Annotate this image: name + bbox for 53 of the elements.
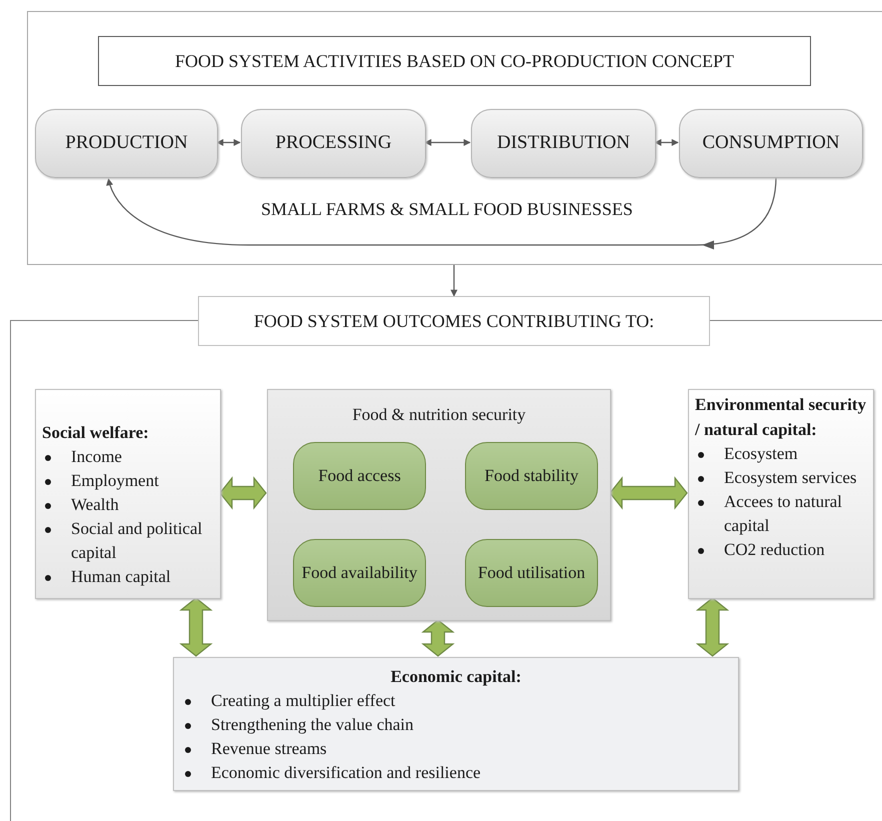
- box-heading: Social welfare:: [42, 422, 149, 444]
- caption-text: SMALL FARMS & SMALL FOOD BUSINESSES: [261, 198, 633, 221]
- pillar-box: [465, 539, 598, 607]
- box-heading: Economic capital:: [390, 666, 522, 688]
- list-item: Employment: [71, 470, 159, 492]
- title-box: [98, 36, 811, 86]
- outcome-box: [35, 389, 221, 599]
- pillar-label: Food stability: [484, 465, 578, 488]
- box-heading: Environmental security / natural capital:: [695, 394, 867, 441]
- outcome-box: [173, 657, 739, 791]
- process-box: [471, 109, 656, 178]
- return-arrow: [106, 176, 777, 250]
- list-item: CO2 reduction: [724, 539, 825, 561]
- double-block-arrow: [219, 476, 267, 510]
- pillar-label: Food utilisation: [478, 562, 586, 584]
- list-item: Social and political capital: [71, 518, 204, 564]
- panel-heading: Food & nutrition security: [352, 404, 526, 426]
- process-box: [35, 109, 218, 178]
- double-block-arrow: [179, 597, 213, 657]
- double-block-arrow: [696, 597, 730, 657]
- process-box: [679, 109, 863, 178]
- heading-text: FOOD SYSTEM ACTIVITIES BASED ON CO-PRODUCTION CONCEPT: [174, 50, 734, 72]
- list-item: Economic diversification and resilience: [211, 762, 481, 784]
- pillar-box: [465, 442, 598, 510]
- outcome-box: [688, 389, 874, 599]
- double-block-arrow: [609, 476, 688, 510]
- stage-label: DISTRIBUTION: [497, 131, 630, 156]
- list-item: Accees to natural capital: [724, 491, 843, 537]
- list-item: Creating a multiplier effect: [211, 690, 396, 712]
- heading-box: [198, 296, 710, 346]
- pillar-label: Food availability: [302, 562, 418, 584]
- list-item: Ecosystem services: [724, 467, 857, 489]
- list-item: Human capital: [71, 566, 171, 588]
- pillar-box: [293, 442, 426, 510]
- arrow: [450, 265, 458, 297]
- stage-label: PROCESSING: [275, 131, 392, 156]
- stage-label: PRODUCTION: [65, 131, 188, 156]
- process-box: [241, 109, 426, 178]
- pillar-label: Food access: [318, 465, 401, 488]
- list-item: Wealth: [71, 494, 119, 516]
- arrow: [654, 139, 679, 146]
- heading-text: FOOD SYSTEM OUTCOMES CONTRIBUTING TO:: [254, 310, 654, 332]
- outcome-panel: [267, 389, 611, 621]
- list-item: Ecosystem: [724, 443, 798, 465]
- list-item: Strengthening the value chain: [211, 714, 414, 736]
- arrow: [424, 139, 471, 146]
- list-item: Income: [71, 446, 122, 468]
- pillar-box: [293, 539, 426, 607]
- stage-label: CONSUMPTION: [702, 131, 840, 156]
- section-frame: [27, 11, 882, 265]
- list-item: Revenue streams: [211, 738, 327, 760]
- double-block-arrow: [421, 619, 455, 657]
- arrow: [216, 139, 241, 146]
